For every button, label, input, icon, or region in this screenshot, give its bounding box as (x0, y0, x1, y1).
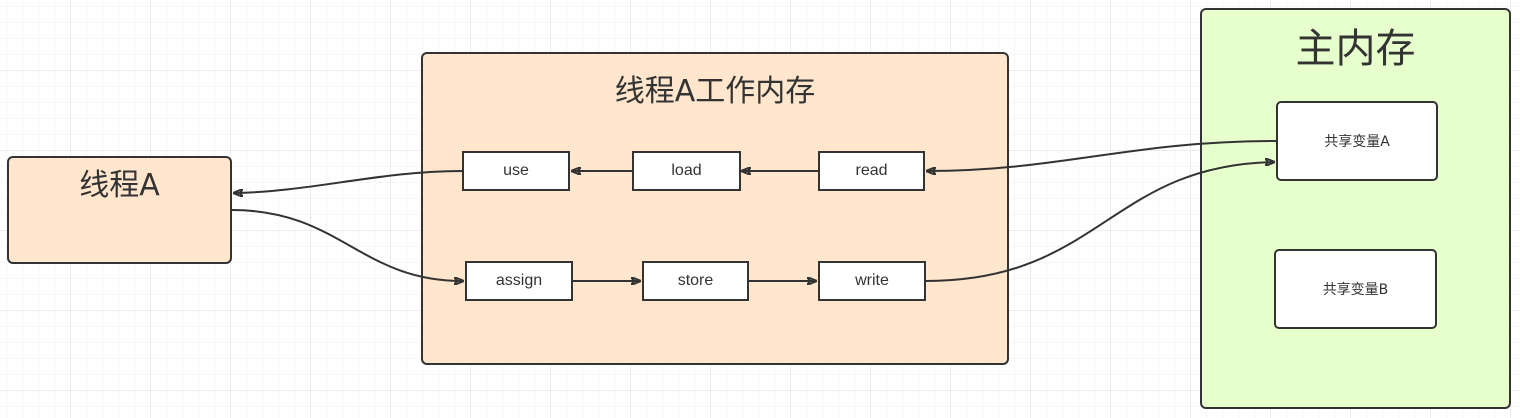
shared-variable-a-node: 共享变量A (1276, 101, 1438, 181)
working-memory-box: 线程A工作内存 (421, 52, 1009, 365)
thread-a-title: 线程A (79, 168, 160, 203)
read-op-node: read (818, 151, 925, 191)
working-memory-title: 线程A工作内存 (614, 74, 816, 109)
write-op-node: write (818, 261, 926, 301)
assign-op-node: assign (465, 261, 573, 301)
main-memory-title: 主内存 (1295, 26, 1416, 72)
load-op-node: load (632, 151, 741, 191)
store-op-node: store (642, 261, 749, 301)
shared-variable-b-node: 共享变量B (1274, 249, 1437, 329)
use-op-node: use (462, 151, 570, 191)
thread-a-box: 线程A (7, 156, 232, 264)
main-memory-box: 主内存 (1200, 8, 1511, 409)
